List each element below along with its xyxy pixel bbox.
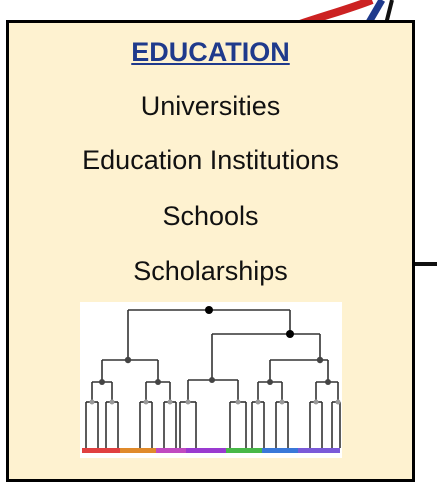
item-universities: Universities [140,91,281,121]
education-card: EDUCATION Universities Education Institu… [6,20,415,482]
item-schools: Schools [162,201,259,231]
item-education-institutions: Education Institutions [82,145,339,175]
card-title: EDUCATION [131,37,290,67]
connector-line [413,262,437,266]
hierarchy-tree-icon [80,302,342,458]
item-scholarships: Scholarships [133,256,288,286]
